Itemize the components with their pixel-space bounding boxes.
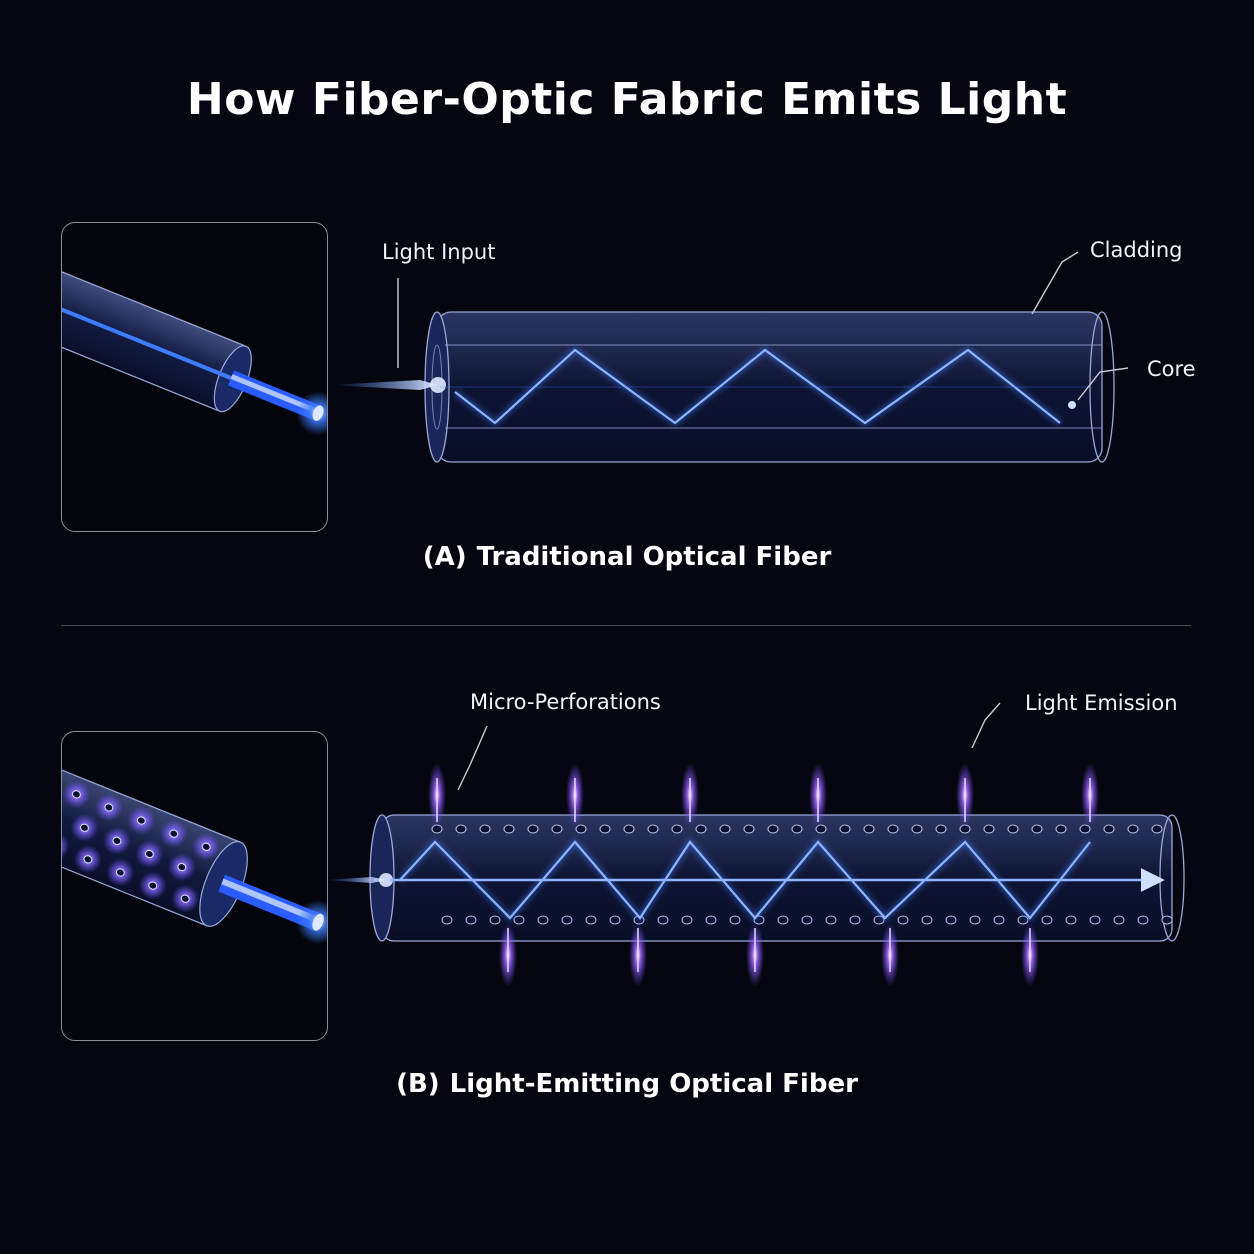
perforation-hole — [921, 915, 933, 925]
perforation-hole — [729, 915, 741, 925]
perforation-hole — [148, 881, 158, 890]
perforation-hole — [705, 915, 717, 925]
panel-b-leaders — [457, 702, 1001, 791]
traditional-fiber-closeup — [61, 222, 328, 532]
perforation-hole — [623, 824, 635, 834]
section-divider — [61, 625, 1191, 626]
perforation-hole — [1065, 915, 1077, 925]
perforation-hole — [801, 915, 813, 925]
perforation-hole — [479, 824, 491, 834]
perforation-hole — [743, 824, 755, 834]
perforation-hole — [144, 849, 154, 859]
core-label: Core — [1147, 357, 1196, 381]
caption-a-text: Traditional Optical Fiber — [476, 542, 832, 572]
perforation-hole — [1113, 915, 1125, 925]
perforation-hole — [177, 863, 187, 872]
perforation-hole — [599, 824, 611, 834]
perforation-hole — [935, 824, 947, 834]
perforation-hole — [1055, 824, 1067, 834]
perforation-hole — [503, 824, 515, 834]
perforation-hole — [647, 824, 659, 834]
perforation-hole — [527, 824, 539, 834]
perforation-hole — [681, 915, 693, 925]
perforation-hole — [80, 823, 89, 832]
perforation-hole — [609, 915, 621, 925]
perforation-hole — [441, 915, 453, 925]
panel-a-leaders — [397, 251, 1129, 401]
perforation-hole — [695, 824, 707, 834]
perforation-hole — [1103, 824, 1115, 834]
perforation-hole — [1079, 824, 1091, 834]
perforation-hole — [983, 824, 995, 834]
cladding-label: Cladding — [1090, 238, 1183, 262]
perforation-hole — [993, 915, 1005, 925]
perforation-hole — [551, 824, 563, 834]
perforation-hole — [767, 824, 779, 834]
caption-b-letter: (B) — [396, 1069, 440, 1099]
perforation-hole — [719, 824, 731, 834]
perforation-hole — [489, 915, 501, 925]
perforation-hole — [1041, 915, 1053, 925]
perforation-hole — [1151, 824, 1163, 834]
perforation-hole — [671, 824, 683, 834]
caption-traditional-fiber: (A) Traditional Optical Fiber — [0, 542, 1254, 572]
perforation-hole — [825, 915, 837, 925]
caption-b-text: Light-Emitting Optical Fiber — [449, 1069, 858, 1099]
light-emission-label: Light Emission — [1025, 691, 1178, 715]
perforation-hole — [777, 915, 789, 925]
caption-light-emitting-fiber: (B) Light-Emitting Optical Fiber — [0, 1069, 1254, 1099]
perforation-hole — [585, 915, 597, 925]
perforation-hole — [575, 824, 587, 834]
perforation-hole — [465, 915, 477, 925]
perforation-hole — [136, 816, 146, 825]
perforation-hole — [1127, 824, 1139, 834]
perforation-hole — [455, 824, 467, 834]
perforation-hole — [513, 915, 525, 925]
perforation-hole — [112, 836, 122, 845]
perforation-hole — [1161, 915, 1173, 925]
perforation-hole — [887, 824, 899, 834]
light-emitting-fiber — [325, 763, 1185, 987]
perforation-hole — [863, 824, 875, 834]
perforation-hole — [169, 829, 179, 838]
perforation-hole — [180, 894, 190, 903]
traditional-fiber — [330, 311, 1115, 463]
perforation-hole — [849, 915, 861, 925]
perforation-hole — [839, 824, 851, 834]
light-emitting-fiber-closeup — [61, 731, 328, 1041]
perforation-hole — [911, 824, 923, 834]
page-title: How Fiber-Optic Fabric Emits Light — [186, 74, 1068, 125]
perforation-hole — [537, 915, 549, 925]
perforation-hole — [1137, 915, 1149, 925]
perforation-hole — [83, 855, 93, 864]
perforation-hole — [791, 824, 803, 834]
perforation-hole — [561, 915, 573, 925]
perforation-hole — [657, 915, 669, 925]
perforation-hole — [1031, 824, 1043, 834]
light-input-label: Light Input — [382, 240, 496, 264]
perforation-hole — [201, 842, 211, 851]
inset-emission-glow — [62, 832, 70, 861]
perforation-hole — [969, 915, 981, 925]
micro-perforations-label: Micro-Perforations — [470, 690, 661, 714]
perforation-hole — [115, 868, 125, 877]
perforation-hole — [1089, 915, 1101, 925]
perforation-hole — [1007, 824, 1019, 834]
perforation-hole — [71, 790, 81, 799]
perforation-hole — [897, 915, 909, 925]
perforation-hole — [104, 803, 114, 812]
perforation-hole — [945, 915, 957, 925]
caption-a-letter: (A) — [422, 542, 467, 572]
